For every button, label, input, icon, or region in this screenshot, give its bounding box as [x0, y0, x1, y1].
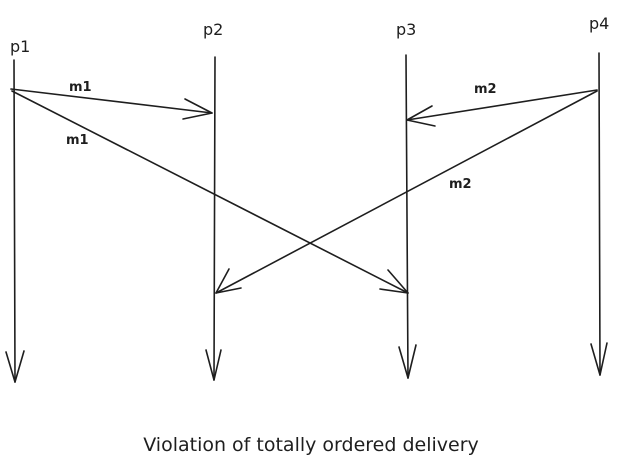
- timeline-p1: [5, 59, 25, 383]
- message-m1-to-p3: m1: [11, 90, 409, 294]
- process-label-p4: p4: [589, 14, 609, 33]
- message-m2-to-p3-label: m2: [474, 82, 497, 97]
- timeline-p1-line: [13, 59, 16, 383]
- message-m2-to-p2-line: [215, 90, 598, 294]
- message-m1-to-p3-label: m1: [66, 133, 89, 148]
- timeline-p2: [205, 56, 222, 381]
- message-m1-to-p3-line: [11, 90, 409, 294]
- message-m1-to-p2: m1: [10, 80, 213, 120]
- message-m1-to-p2-arrowhead: [182, 98, 213, 120]
- message-m2-to-p3-line: [406, 89, 598, 121]
- timeline-p2-arrowhead: [205, 349, 222, 381]
- message-m2-to-p3-arrowhead: [406, 105, 436, 127]
- timeline-p3-line: [405, 54, 409, 379]
- message-m2-to-p2: m2: [215, 90, 598, 294]
- timeline-p3-arrowhead: [398, 344, 417, 379]
- message-m1-to-p3-arrowhead: [379, 269, 409, 294]
- message-m1-to-p2-line: [10, 88, 213, 114]
- message-m2-to-p2-arrowhead: [215, 268, 242, 294]
- timeline-p3: [398, 54, 417, 379]
- process-label-p2: p2: [203, 20, 223, 39]
- timeline-p4: [590, 52, 608, 376]
- timeline-p2-line: [213, 56, 216, 381]
- message-m2-to-p3: m2: [406, 82, 598, 127]
- message-m2-to-p2-label: m2: [449, 177, 472, 192]
- timeline-p4-arrowhead: [590, 342, 608, 376]
- process-label-p1: p1: [10, 37, 30, 56]
- process-label-p3: p3: [396, 20, 416, 39]
- timeline-p4-line: [598, 52, 601, 376]
- message-m1-to-p2-label: m1: [69, 80, 92, 95]
- timeline-p1-arrowhead: [5, 350, 25, 383]
- diagram-caption: Violation of totally ordered delivery: [143, 434, 479, 456]
